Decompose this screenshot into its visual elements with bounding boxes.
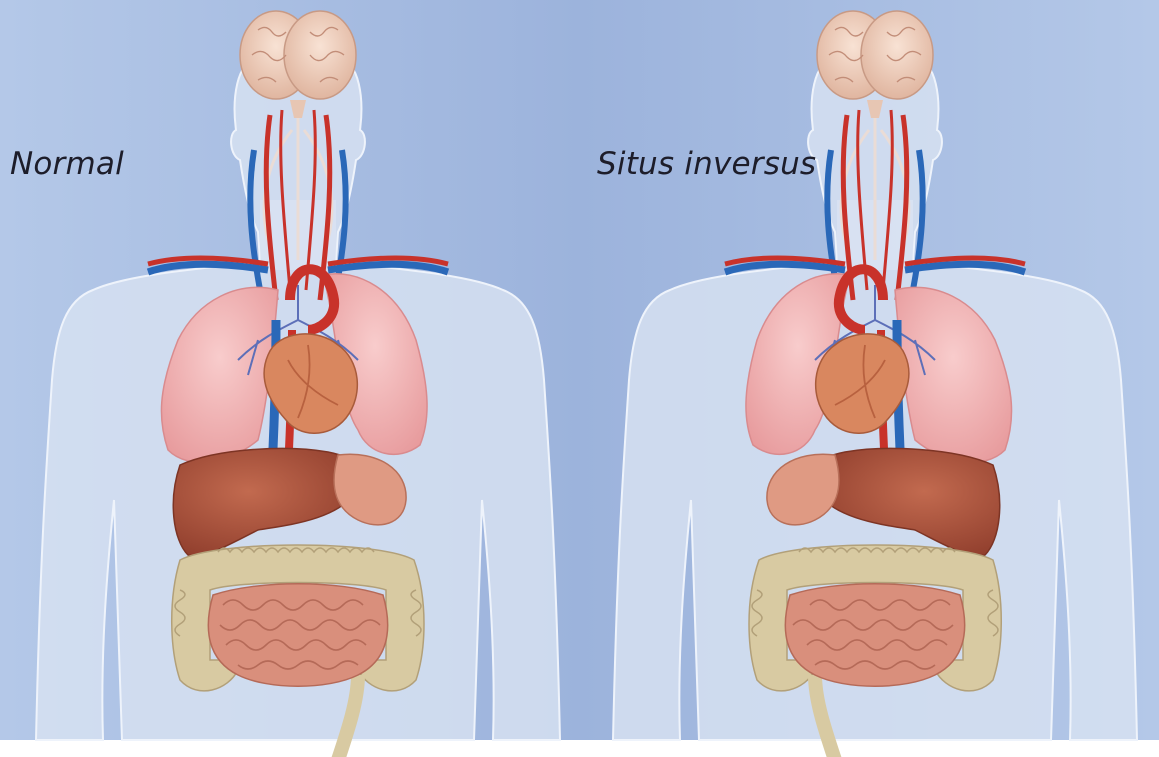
label-normal: Normal [10, 146, 124, 182]
label-situs-inversus: Situs inversus [597, 146, 816, 182]
